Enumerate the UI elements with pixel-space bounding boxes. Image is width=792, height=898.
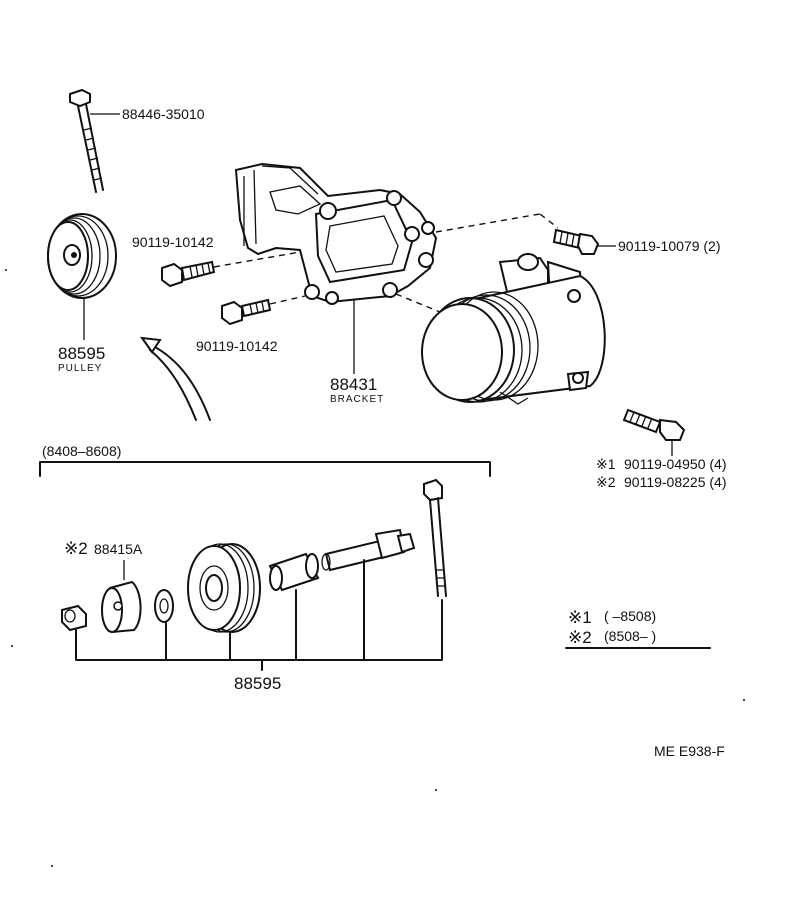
legend-row1-mark: ※1 bbox=[568, 608, 592, 627]
legend-row2-mark: ※2 bbox=[568, 628, 592, 647]
shaft-icon bbox=[321, 528, 416, 572]
short-bolt-icon bbox=[161, 260, 216, 288]
range-label: (8408–8608) bbox=[42, 443, 121, 459]
short-bolt-icon bbox=[221, 298, 272, 326]
assembly-number: 88595 bbox=[234, 674, 281, 693]
pulley-number: 88595 bbox=[58, 344, 105, 363]
idler-pulley-icon bbox=[187, 543, 261, 633]
compressor-bolt-icon bbox=[622, 408, 686, 441]
short-bolt-icon bbox=[552, 228, 600, 255]
bolt-top-label: 88446-35010 bbox=[122, 106, 205, 122]
bolt-lower-label: 90119-10142 bbox=[196, 338, 278, 354]
bolt-right-label: 90119-10079 (2) bbox=[618, 238, 720, 254]
pulley-icon bbox=[47, 213, 117, 299]
long-bolt-icon bbox=[69, 88, 104, 193]
range-bracket bbox=[39, 461, 491, 477]
spacer-mark: ※2 bbox=[64, 539, 88, 558]
washer-icon bbox=[154, 589, 174, 623]
diagram-code: ME E938-F bbox=[654, 743, 725, 759]
arrow-head-icon bbox=[139, 336, 162, 354]
spacer-label: 88415A bbox=[94, 541, 143, 557]
bolt-comp-1-mark: ※1 bbox=[596, 456, 616, 472]
collar-icon bbox=[61, 604, 87, 632]
compressor-icon bbox=[421, 253, 606, 405]
bolt-comp-1-label: 90119-04950 (4) bbox=[624, 456, 726, 472]
bracket-name: BRACKET bbox=[330, 394, 384, 405]
through-bolt-icon bbox=[423, 478, 447, 597]
bolt-left-label: 90119-10142 bbox=[132, 234, 214, 250]
pulley-name: PULLEY bbox=[58, 363, 102, 374]
sleeve-icon bbox=[268, 552, 320, 592]
spacer-icon bbox=[101, 580, 142, 634]
assembly-bracket bbox=[75, 559, 443, 671]
legend-row1-text: ( –8508) bbox=[604, 608, 656, 624]
bolt-comp-2-label: 90119-08225 (4) bbox=[624, 474, 726, 490]
bracket-number: 88431 bbox=[330, 375, 377, 394]
legend-row2-text: (8508– ) bbox=[604, 628, 656, 644]
bracket-icon bbox=[234, 162, 438, 305]
bolt-comp-2-mark: ※2 bbox=[596, 474, 616, 490]
